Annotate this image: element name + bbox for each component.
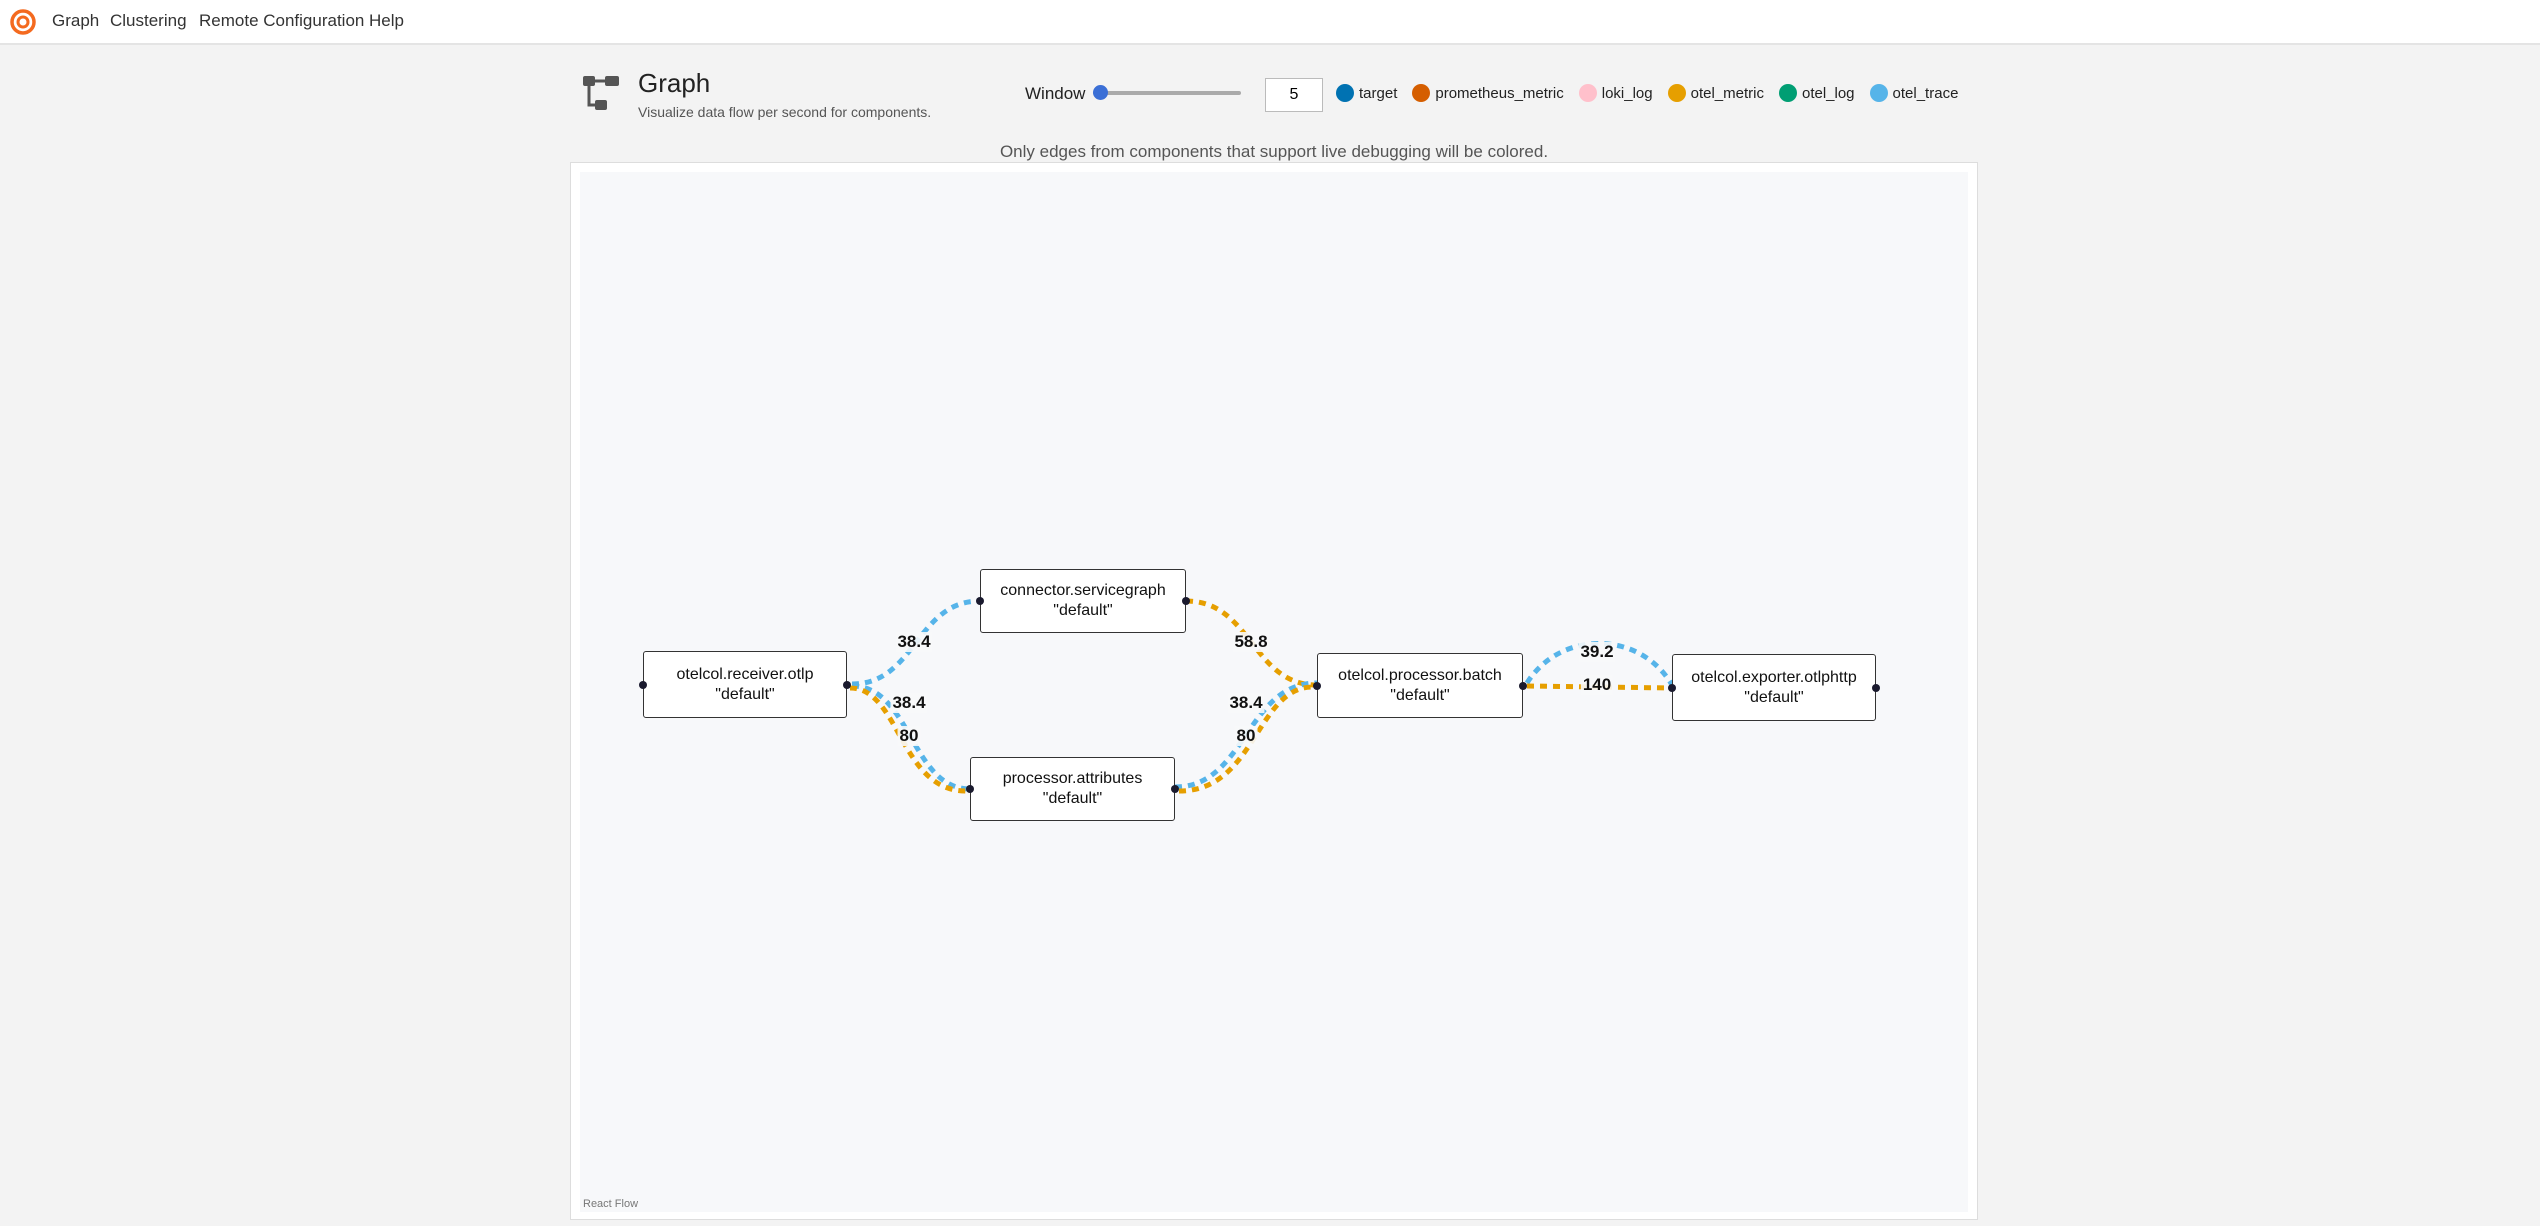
edge-label: 58.8 xyxy=(1232,632,1270,652)
node-otelcol-exporter-otlphttp[interactable]: otelcol.exporter.otlphttp "default" xyxy=(1668,654,1880,721)
input-handle[interactable] xyxy=(639,680,647,689)
node-name: otelcol.exporter.otlphttp xyxy=(1691,668,1857,686)
edge-label: 38.4 xyxy=(1227,693,1265,713)
nav-help[interactable]: Help xyxy=(369,11,404,30)
output-handle[interactable] xyxy=(1872,683,1880,692)
output-handle[interactable] xyxy=(1519,681,1527,690)
edge-label: 80 xyxy=(1234,726,1258,746)
legend-item-prometheus-metric: prometheus_metric xyxy=(1412,84,1564,102)
react-flow-attribution[interactable]: React Flow xyxy=(583,1198,639,1210)
edge-label: 39.2 xyxy=(1578,642,1616,662)
node-label: "default" xyxy=(715,685,775,703)
edge-label: 140 xyxy=(1580,675,1614,695)
legend-item-otel-log: otel_log xyxy=(1778,84,1855,102)
legend-dot xyxy=(1336,84,1354,102)
output-handle[interactable] xyxy=(843,680,851,689)
node-name: otelcol.receiver.otlp xyxy=(676,665,814,683)
legend: target prometheus_metric loki_log otel_m… xyxy=(1336,84,1973,102)
legend-item-target: target xyxy=(1336,84,1397,102)
nav-remote-configuration[interactable]: Remote Configuration xyxy=(199,11,365,30)
edge-label: 38.4 xyxy=(890,693,928,713)
node-otelcol-processor-batch[interactable]: otelcol.processor.batch "default" xyxy=(1313,653,1527,718)
node-label: "default" xyxy=(1053,602,1113,619)
legend-label: prometheus_metric xyxy=(1435,84,1564,102)
legend-label: target xyxy=(1359,84,1398,102)
legend-dot xyxy=(1667,84,1686,102)
output-handle[interactable] xyxy=(1171,785,1179,793)
edge-receiver-attributes-metric[interactable] xyxy=(849,685,967,794)
slider-thumb[interactable] xyxy=(1093,85,1108,100)
page-title: Graph xyxy=(638,68,711,98)
node-otelcol-receiver-otlp[interactable]: otelcol.receiver.otlp "default" xyxy=(639,651,851,718)
live-debugging-notice: Only edges from components that support … xyxy=(999,142,1549,161)
legend-dot xyxy=(1778,84,1797,102)
window-slider[interactable] xyxy=(1093,85,1241,100)
input-handle[interactable] xyxy=(1313,681,1321,690)
legend-dot xyxy=(1869,84,1888,102)
node-name: processor.attributes xyxy=(1002,770,1143,787)
node-connector-servicegraph[interactable]: connector.servicegraph "default" xyxy=(976,569,1190,633)
edge-label: 80 xyxy=(897,726,921,746)
node-label: "default" xyxy=(1042,790,1103,807)
node-name: otelcol.processor.batch xyxy=(1338,666,1502,684)
node-processor-attributes[interactable]: processor.attributes "default" xyxy=(966,757,1179,821)
output-handle[interactable] xyxy=(1182,597,1190,605)
edge-label: 38.4 xyxy=(895,632,933,652)
legend-label: loki_log xyxy=(1601,84,1653,102)
slider-track[interactable] xyxy=(1093,91,1241,95)
legend-label: otel_metric xyxy=(1690,84,1764,102)
legend-label: otel_log xyxy=(1801,84,1855,102)
legend-dot xyxy=(1412,84,1431,102)
input-handle[interactable] xyxy=(966,785,974,793)
legend-dot xyxy=(1578,84,1597,102)
legend-item-otel-metric: otel_metric xyxy=(1667,84,1764,102)
node-label: "default" xyxy=(1744,688,1804,706)
graph-icon xyxy=(583,76,619,110)
nav-graph[interactable]: Graph xyxy=(52,11,100,30)
legend-label: otel_trace xyxy=(1892,84,1959,102)
legend-item-otel-trace: otel_trace xyxy=(1869,84,1959,102)
edge-batch-exporter-metric[interactable] xyxy=(1526,683,1673,691)
node-name: connector.servicegraph xyxy=(1000,582,1166,599)
input-handle[interactable] xyxy=(1668,683,1676,692)
input-handle[interactable] xyxy=(976,597,984,605)
page-subtitle: Visualize data flow per second for compo… xyxy=(638,104,932,120)
window-label: Window xyxy=(1025,84,1086,103)
nav-clustering[interactable]: Clustering xyxy=(110,11,187,30)
logo-icon[interactable] xyxy=(10,9,36,35)
node-label: "default" xyxy=(1390,686,1450,704)
window-input[interactable] xyxy=(1265,78,1323,112)
top-nav: Graph Clustering Remote Configuration He… xyxy=(0,0,2540,45)
legend-item-loki-log: loki_log xyxy=(1578,84,1653,102)
